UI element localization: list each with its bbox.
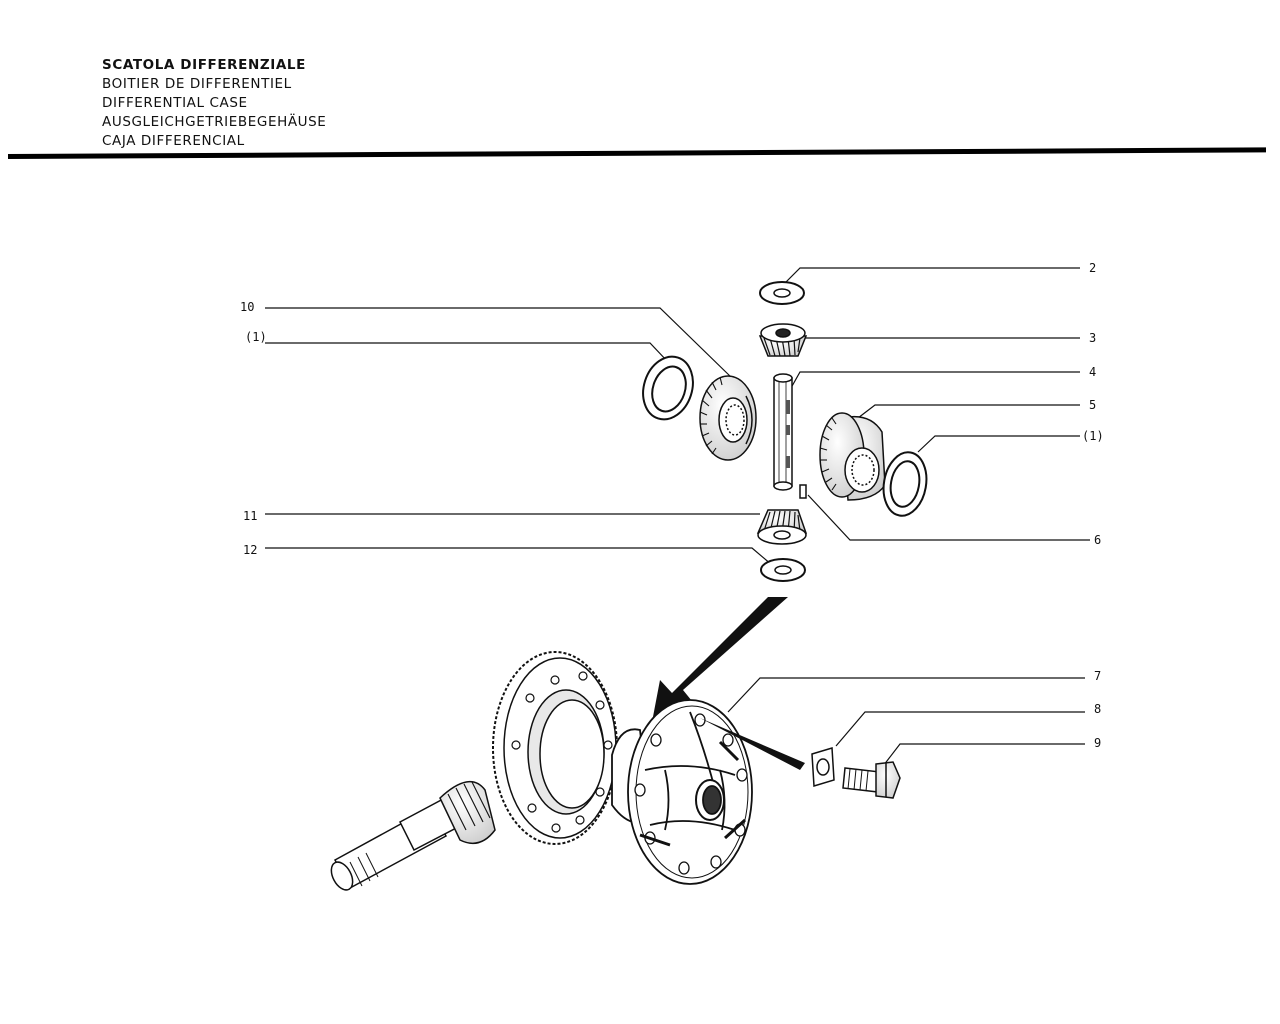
leader-line-4: [786, 371, 1080, 396]
leader-line-6: [807, 494, 1090, 541]
shim-right: [882, 451, 928, 517]
title-english: DIFFERENTIAL CASE: [102, 95, 248, 111]
leader-line-1-right: [917, 435, 1080, 453]
thrust-washer-bottom: [760, 558, 806, 582]
pinion-gear-top: [758, 323, 808, 357]
leader-line-12: [265, 547, 773, 566]
callout-1-left: (1): [245, 330, 267, 344]
title-spanish: CAJA DIFFERENCIAL: [102, 133, 245, 149]
cross-shaft: [773, 373, 793, 491]
callout-labels: 2 3 4 5 (1) 6 7 8 9 10 (1) 11 12: [240, 261, 1104, 750]
leader-line-8: [835, 711, 1085, 747]
pinion-gear-bottom: [756, 509, 808, 545]
crown-ring-gear: [492, 651, 618, 845]
leader-line-9: [879, 743, 1085, 771]
title-french: BOITIER DE DIFFERENTIEL: [102, 76, 292, 92]
callout-4: 4: [1089, 365, 1096, 379]
callout-1-right: (1): [1082, 429, 1104, 443]
side-gear-left: [699, 375, 757, 461]
callout-3: 3: [1089, 331, 1096, 345]
callout-9: 9: [1094, 736, 1101, 750]
callout-12: 12: [243, 543, 257, 557]
callout-2: 2: [1089, 261, 1096, 275]
callout-7: 7: [1094, 669, 1101, 683]
title-block: SCATOLA DIFFERENZIALE BOITIER DE DIFFERE…: [102, 56, 326, 151]
title-german: AUSGLEICHGETRIEBEGEHÄUSE: [102, 114, 327, 130]
callout-8: 8: [1094, 702, 1101, 716]
drive-pinion-shaft: [330, 781, 496, 891]
callout-6: 6: [1094, 533, 1101, 547]
callout-10: 10: [240, 300, 254, 314]
shim-left: [642, 355, 694, 421]
differential-case: [611, 699, 753, 885]
bolt: [842, 761, 901, 799]
leader-line-5: [857, 404, 1080, 419]
thrust-washer-top: [759, 281, 805, 305]
callout-11: 11: [243, 509, 257, 523]
title-italian: SCATOLA DIFFERENZIALE: [102, 57, 306, 73]
lock-plate: [811, 747, 835, 787]
leader-line-7: [727, 677, 1085, 713]
lock-pin: [799, 484, 807, 499]
leader-line-1-left: [265, 342, 669, 363]
leader-line-10: [265, 307, 733, 379]
callout-5: 5: [1089, 398, 1096, 412]
leader-line-2: [782, 267, 1080, 286]
bolt-alignment-arrow: [700, 718, 805, 770]
side-gear-right: [819, 412, 886, 501]
